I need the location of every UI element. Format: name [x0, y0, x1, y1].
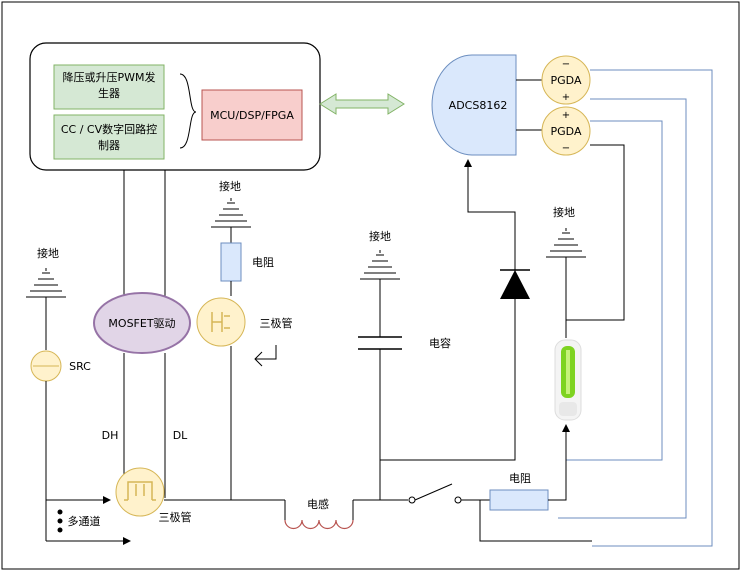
cc-cv-label-2: 制器 [98, 139, 120, 152]
bidirectional-arrow [319, 93, 405, 115]
curly-brace [179, 73, 197, 149]
pgda-bottom-label: PGDA [551, 125, 582, 138]
pgda-bottom [541, 106, 591, 156]
pgda-bottom-minus: − [562, 143, 570, 154]
ground-icon-src [26, 268, 66, 298]
transistor-bottom-label: 三极管 [159, 510, 192, 524]
adcs8162-block [431, 54, 517, 156]
switch-contact-left [408, 496, 416, 504]
ground-label-capacitor: 接地 [369, 230, 391, 243]
mcu-label: MCU/DSP/FPGA [210, 109, 294, 122]
mosfet-driver-label: MOSFET驱动 [108, 317, 175, 330]
cc-cv-label-1: CC / CV数字回路控 [61, 122, 157, 136]
pgda-top-plus: + [562, 92, 570, 103]
dh-label: DH [102, 429, 119, 442]
pgda-top-label: PGDA [551, 74, 582, 87]
transistor-mid-icon [211, 312, 230, 332]
pwm-generator-label-2: 生器 [98, 86, 120, 100]
sense-line-inner [558, 98, 687, 519]
multi-channel-label: 多通道 [68, 514, 101, 528]
transistor-bottom [115, 467, 165, 517]
pgda-top-minus: − [562, 59, 570, 70]
mosfet-driver [93, 292, 191, 354]
pgda-bottom-plus: + [562, 110, 570, 121]
inductor-label: 电感 [307, 498, 329, 511]
switch-contact-right [454, 496, 462, 504]
capacitor-label: 电容 [429, 336, 451, 350]
ground-icon-transistor [211, 198, 251, 228]
ground-label-battery: 接地 [553, 206, 575, 219]
ground-icon-battery [546, 228, 586, 258]
feedback-path [380, 159, 516, 461]
resistor-output-label: 电阻 [509, 472, 531, 485]
resistor-output [489, 489, 549, 511]
resistor-transistor [220, 242, 242, 282]
sense-line-outer [590, 69, 713, 547]
diode-icon [500, 270, 530, 299]
battery-icon [554, 339, 582, 421]
ground-label-src: 接地 [37, 247, 59, 260]
ground-label-transistor: 接地 [219, 180, 241, 193]
adcs8162-label: ADCS8162 [449, 99, 508, 112]
mosfet-icon [124, 481, 156, 501]
resistor-transistor-label: 电阻 [252, 256, 274, 269]
src-label: SRC [69, 360, 91, 373]
dl-label: DL [173, 429, 188, 442]
pwm-generator-label-1: 降压或升压PWM发 [62, 70, 155, 84]
inductor-icon [284, 519, 354, 530]
pgda-return-line [566, 144, 625, 321]
mcu-block [201, 89, 303, 141]
switch-lever [414, 483, 453, 501]
transistor-mid-tab [255, 345, 277, 360]
sense-line-upper [566, 120, 663, 461]
ground-icon-capacitor [360, 250, 400, 280]
pwm-generator-block [53, 64, 165, 110]
pgda-top [541, 55, 591, 105]
transistor-mid-label: 三极管 [260, 316, 293, 330]
cc-cv-control-block [53, 114, 165, 160]
